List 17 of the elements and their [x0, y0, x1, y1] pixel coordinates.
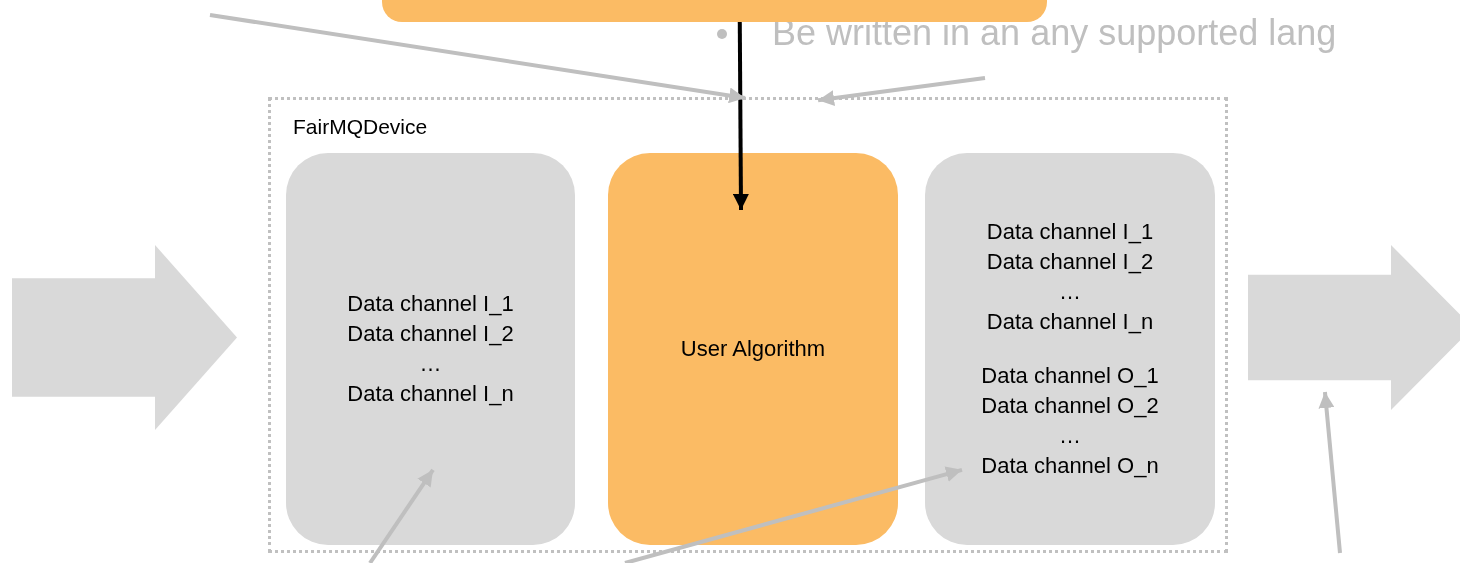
node-text: Data channel O_1 Data channel O_2 … Data channel O_n	[981, 362, 1159, 480]
group-title: FairMQDevice	[293, 114, 428, 140]
node-text: User Algorithm	[680, 335, 826, 363]
channel-box	[286, 153, 575, 545]
leader-arrow	[817, 76, 986, 106]
leader-arrow	[209, 13, 746, 104]
group-frame	[268, 97, 1228, 553]
process-box	[608, 153, 898, 545]
channel-box	[925, 153, 1215, 545]
block-arrow	[1248, 245, 1460, 410]
block-arrow	[12, 245, 238, 430]
arrow	[732, 22, 749, 210]
leader-arrow	[368, 468, 435, 563]
leader-arrow	[624, 466, 963, 563]
leader-arrow	[1318, 391, 1342, 554]
node-text: Data channel I_1 Data channel I_2 … Data channel I_n	[986, 218, 1154, 336]
node-text: Data channel I_1 Data channel I_2 … Data channel I_n	[347, 290, 514, 408]
